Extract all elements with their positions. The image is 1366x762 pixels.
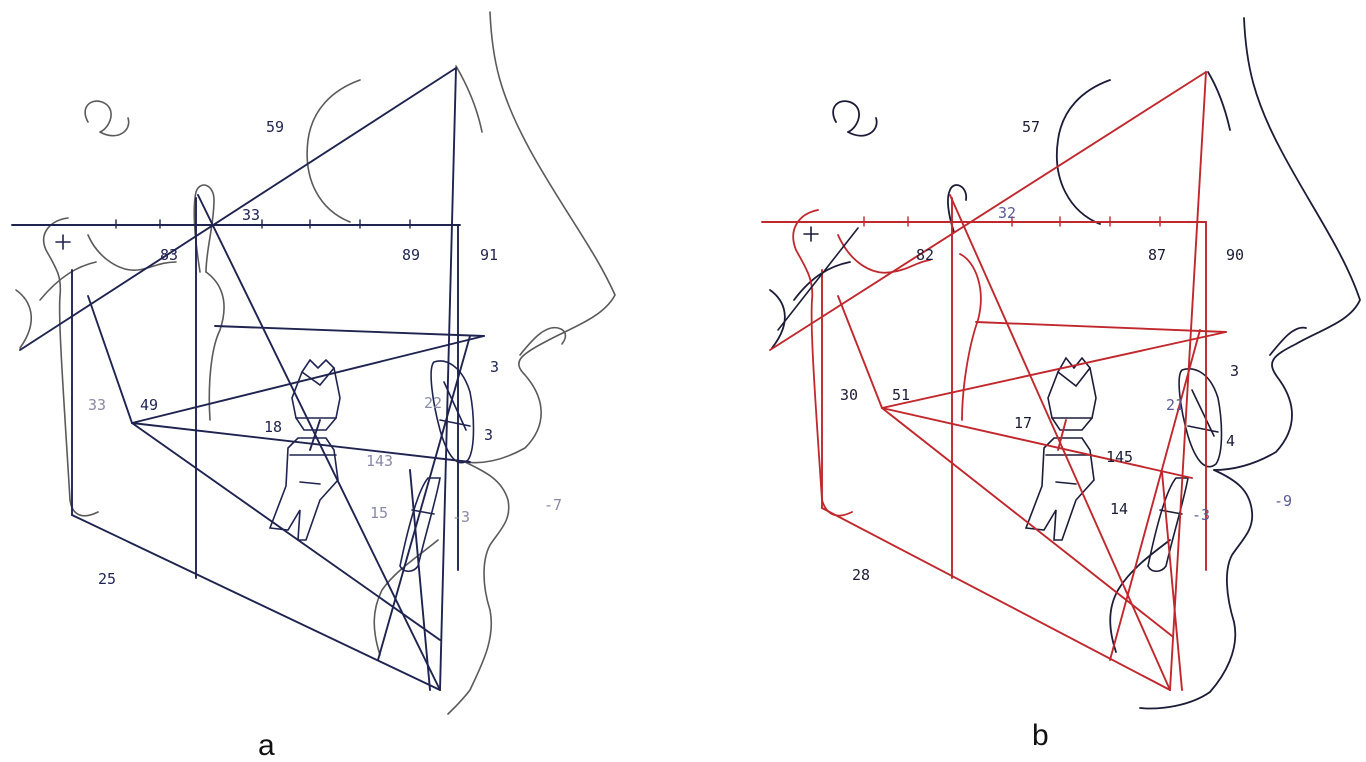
angle-label: 49 xyxy=(140,396,158,414)
panel-b-tracing: 57 32 82 87 90 30 51 17 21 3 4 145 14 -3… xyxy=(761,17,1361,752)
angle-label: 91 xyxy=(480,246,498,264)
tracing-lines-b xyxy=(761,71,1227,691)
angle-label: 51 xyxy=(892,386,910,404)
angle-label: -9 xyxy=(1274,492,1292,510)
angle-label: 3 xyxy=(490,358,499,376)
sn-ticks-b xyxy=(863,216,1161,227)
angle-label: 87 xyxy=(1148,246,1166,264)
angle-label: 18 xyxy=(264,418,282,436)
measurements-b: 57 32 82 87 90 30 51 17 21 3 4 145 14 -3… xyxy=(840,118,1292,584)
angle-label: 57 xyxy=(1022,118,1040,136)
angle-label: 14 xyxy=(1110,500,1128,518)
molar-teeth-a xyxy=(268,358,475,573)
angle-label: 33 xyxy=(88,396,106,414)
angle-label: 90 xyxy=(1226,246,1244,264)
angle-label: 83 xyxy=(160,246,178,264)
sella-cross-a xyxy=(55,234,71,250)
tracing-lines-a xyxy=(11,67,485,691)
angle-label: -3 xyxy=(1192,506,1210,524)
angle-label: 82 xyxy=(916,246,934,264)
angle-label: 3 xyxy=(1230,362,1239,380)
angle-label: 32 xyxy=(998,204,1016,222)
angle-label: 17 xyxy=(1014,414,1032,432)
angle-label: -3 xyxy=(452,508,470,526)
angle-label: 89 xyxy=(402,246,420,264)
angle-label: -7 xyxy=(544,496,562,514)
panel-b-caption: b xyxy=(1032,719,1049,752)
panel-a-tracing: 59 33 83 89 91 33 49 18 22 3 3 143 15 -3… xyxy=(11,11,616,762)
panel-a-caption: a xyxy=(258,729,275,762)
angle-label: 30 xyxy=(840,386,858,404)
angle-label: 22 xyxy=(424,394,442,412)
sella-cross-b xyxy=(777,226,859,331)
angle-label: 4 xyxy=(1226,432,1235,450)
angle-label: 33 xyxy=(242,206,260,224)
angle-label: 145 xyxy=(1106,448,1133,466)
measurements-a: 59 33 83 89 91 33 49 18 22 3 3 143 15 -3… xyxy=(88,118,562,588)
sn-ticks-a xyxy=(115,219,411,229)
angle-label: 21 xyxy=(1166,396,1184,414)
angle-label: 143 xyxy=(366,452,393,470)
angle-label: 59 xyxy=(266,118,284,136)
angle-label: 15 xyxy=(370,504,388,522)
anatomy-outline-a xyxy=(15,11,616,715)
angle-label: 25 xyxy=(98,570,116,588)
angle-label: 3 xyxy=(484,426,493,444)
angle-label: 28 xyxy=(852,566,870,584)
anatomy-outline-b xyxy=(769,17,1361,710)
